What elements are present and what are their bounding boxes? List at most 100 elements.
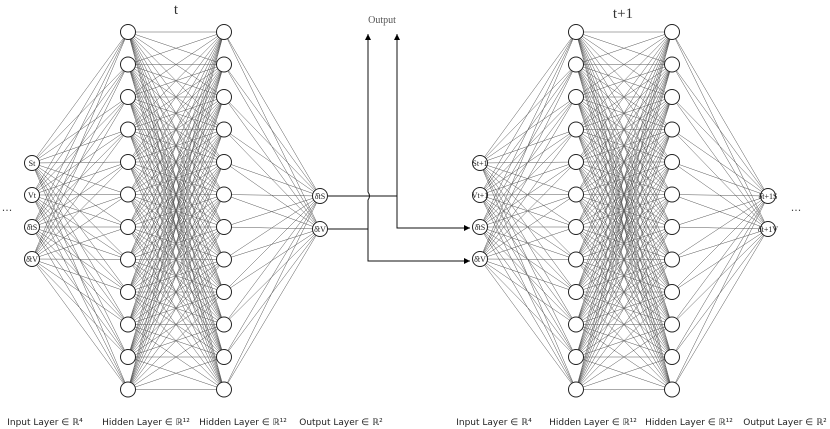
left-node-layer2-5: [216, 186, 232, 203]
left-output-layer-label: Output Layer ∈ ℝ²: [299, 418, 383, 428]
left-node-layer1-11: [120, 381, 136, 398]
recurrent-connections: [328, 34, 470, 264]
left-edge-l1-4-0: [127, 31, 225, 163]
right-node-circle-layer1-8: [568, 284, 584, 300]
left-edge-l0-3-10: [31, 258, 129, 358]
left-edge-l0-3-1: [31, 64, 129, 260]
left-node-circle-layer2-0: [216, 24, 232, 40]
left-node-layer2-2: [216, 89, 232, 105]
right-node-circle-layer0-2: [472, 219, 488, 235]
left-node-layer2-6: [216, 219, 232, 235]
right-node-circle-layer1-1: [568, 56, 584, 73]
right-node-circle-layer1-4: [568, 154, 584, 170]
left-node-layer1-0: [120, 24, 136, 40]
right-node-layer1-9: [568, 316, 584, 333]
network-nodes: StVtδ̂tSδ̂tVδ̂tSδ̂tVSt+1Vt+1δ̂tSδ̂tVδ̂t+…: [24, 24, 778, 398]
right-node-layer1-0: [568, 24, 584, 40]
right-edge-l1-2-0: [575, 31, 673, 98]
right-node-label-layer0-1: Vt+1: [472, 191, 489, 200]
left-edge-l2-5-0: [223, 194, 321, 197]
left-node-circle-layer2-2: [216, 89, 232, 105]
right-edge-l1-11-7: [575, 259, 673, 390]
left-node-layer1-2: [120, 89, 136, 105]
left-edge-l0-3-8: [31, 258, 129, 293]
right-node-layer1-7: [568, 251, 584, 268]
left-node-layer1-1: [120, 56, 136, 73]
right-edge-l0-3-9: [479, 258, 577, 325]
left-edge-l0-3-6: [31, 226, 129, 260]
network-title-t-plus-1: t+1: [613, 6, 633, 22]
left-node-layer1-5: [120, 186, 136, 203]
left-edge-l1-3-0: [127, 31, 225, 130]
right-node-layer0-2: δ̂tS: [472, 219, 488, 235]
right-edge-l2-10-0: [671, 195, 769, 358]
left-node-circle-layer2-3: [216, 121, 232, 138]
right-edge-l0-3-11: [479, 258, 577, 390]
left-node-circle-layer2-10: [216, 349, 232, 365]
right-node-layer3-1: δ̂t+1V: [758, 221, 778, 237]
left-edge-l2-7-0: [223, 195, 321, 260]
right-node-layer2-3: [664, 121, 680, 138]
right-edge-l2-11-0: [671, 195, 769, 390]
right-edge-l1-11-9: [575, 324, 673, 390]
right-node-circle-layer2-2: [664, 89, 680, 105]
right-edge-l2-6-0: [671, 195, 769, 228]
left-edge-l1-11-4: [127, 161, 225, 390]
right-edge-l0-3-6: [479, 226, 577, 260]
left-edge-l1-11-10: [127, 356, 225, 390]
left-node-label-layer0-1: Vt: [28, 191, 37, 200]
right-edge-l1-9-0: [575, 31, 673, 325]
left-node-layer2-1: [216, 56, 232, 73]
right-edge-l0-3-8: [479, 258, 577, 293]
left-input-layer-label: Input Layer ∈ ℝ⁴: [7, 418, 83, 428]
left-edge-l2-2-0: [223, 96, 321, 197]
network-edges: [31, 31, 769, 390]
left-edge-l0-3-5: [31, 194, 129, 260]
right-node-circle-layer1-5: [568, 186, 584, 203]
left-edge-l1-2-0: [127, 31, 225, 98]
left-edge-l2-11-0: [223, 195, 321, 390]
right-edge-l1-11-1: [575, 64, 673, 390]
left-edge-l1-7-0: [127, 31, 225, 260]
right-edge-l1-4-0: [575, 31, 673, 163]
right-node-layer1-10: [568, 349, 584, 365]
left-edge-l1-1-0: [127, 31, 225, 65]
left-edge-l0-3-2: [31, 96, 129, 260]
left-node-layer2-10: [216, 349, 232, 365]
right-edge-l0-3-1: [479, 64, 577, 260]
left-hidden-layer-2-label: Hidden Layer ∈ ℝ¹²: [199, 418, 287, 428]
left-edge-l2-9-0: [223, 195, 321, 325]
right-node-circle-layer3-1: [760, 221, 776, 237]
right-edge-l2-8-0: [671, 195, 769, 293]
left-node-circle-layer3-0: [312, 188, 328, 204]
left-node-circle-layer2-11: [216, 381, 232, 398]
right-node-layer2-1: [664, 56, 680, 73]
left-edge-l0-3-11: [31, 258, 129, 390]
left-node-circle-layer3-1: [312, 221, 328, 237]
left-node-circle-layer1-4: [120, 154, 136, 170]
left-node-layer3-1: δ̂tV: [312, 221, 328, 237]
left-node-circle-layer0-3: [24, 251, 40, 267]
left-edge-l1-5-0: [127, 31, 225, 195]
left-node-layer2-0: [216, 24, 232, 40]
left-edge-l1-6-0: [127, 31, 225, 228]
right-node-circle-layer2-0: [664, 24, 680, 40]
connection-out1-to-output: [328, 34, 371, 230]
right-node-circle-layer2-10: [664, 349, 680, 365]
right-edge-l2-9-0: [671, 195, 769, 325]
right-edge-l0-0-0: [479, 31, 577, 164]
right-edge-l0-3-7: [479, 258, 577, 260]
right-edge-l2-11-1: [671, 228, 769, 390]
connection-out0-to-output: [328, 34, 400, 197]
right-edge-l2-4-0: [671, 161, 769, 197]
right-node-layer2-7: [664, 251, 680, 268]
left-node-circle-layer1-6: [120, 219, 136, 235]
left-node-layer2-3: [216, 121, 232, 138]
right-node-circle-layer1-9: [568, 316, 584, 333]
left-node-layer0-0: St: [24, 155, 40, 171]
right-node-circle-layer2-6: [664, 219, 680, 235]
left-node-circle-layer1-11: [120, 381, 136, 398]
left-node-layer2-9: [216, 316, 232, 333]
right-node-layer2-10: [664, 349, 680, 365]
